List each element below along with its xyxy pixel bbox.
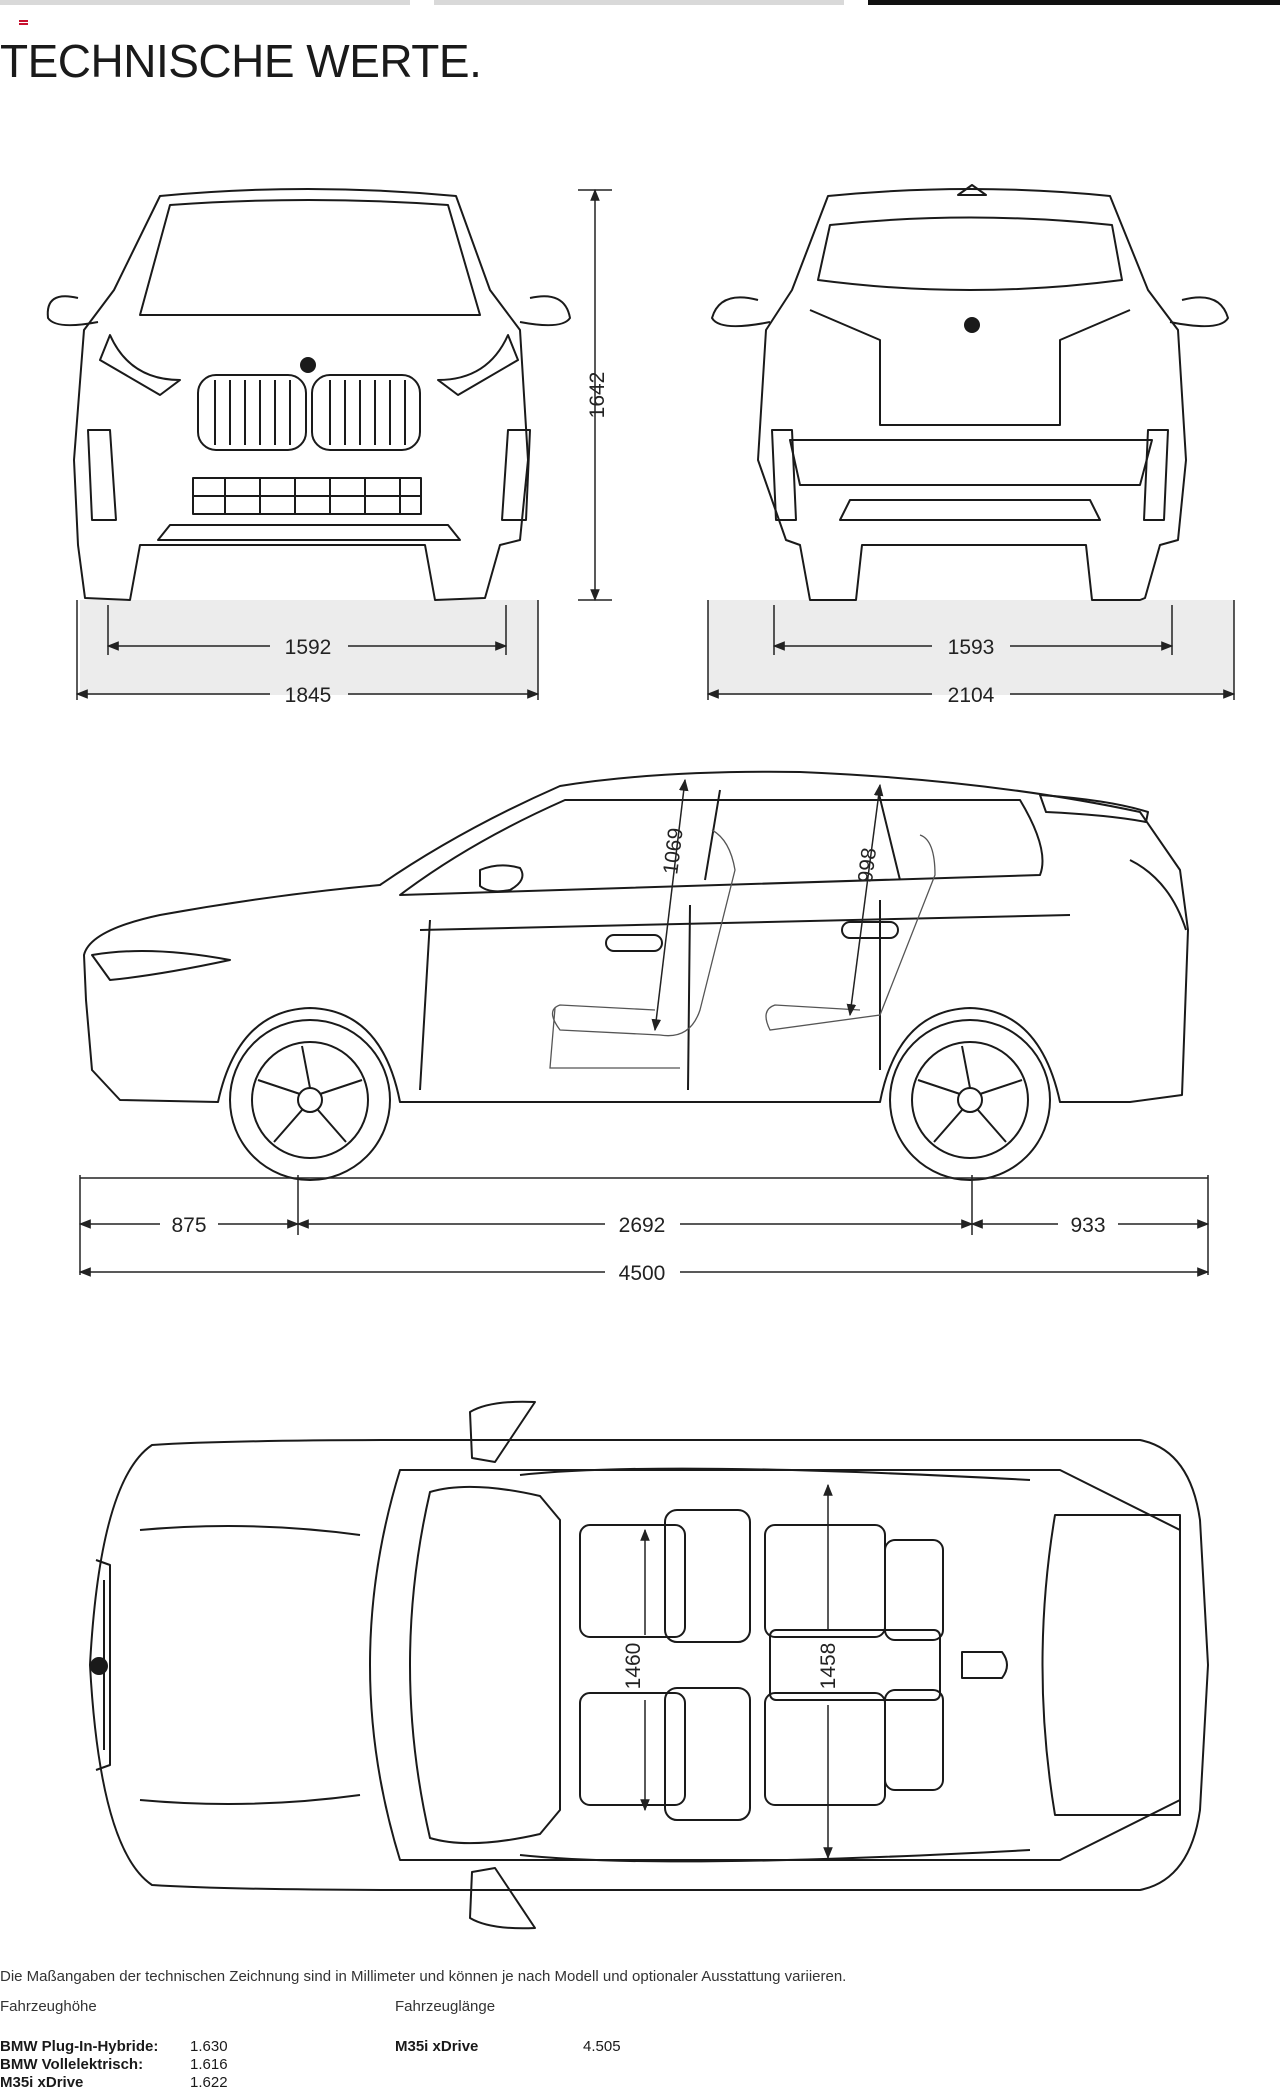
height-table-label: Fahrzeughöhe [0, 1998, 97, 2015]
progress-segment-2 [434, 0, 844, 5]
top-view [89, 1400, 1209, 1930]
dim-length: 4500 [619, 1262, 666, 1285]
dim-height: 1642 [586, 372, 609, 419]
dim-wheelbase: 2692 [619, 1214, 666, 1237]
length-row: M35i xDrive 4.505 [395, 2038, 695, 2056]
bmw-roundel-icon [964, 317, 980, 333]
height-row-value: 1.630 [190, 2038, 228, 2055]
dim-rear-track: 1593 [948, 636, 995, 659]
page-title: TECHNISCHE WERTE. [0, 35, 482, 87]
progress-segment-1 [0, 0, 410, 5]
height-row-value: 1.622 [190, 2074, 228, 2091]
length-row-model: M35i xDrive [395, 2038, 479, 2055]
length-row-value: 4.505 [583, 2038, 621, 2055]
rear-view [708, 184, 1234, 695]
height-row: BMW Plug-In-Hybride: 1.630 [0, 2038, 380, 2056]
dim-rear-headroom: 998 [854, 846, 881, 884]
menu-icon[interactable] [19, 20, 28, 27]
side-view [83, 770, 1189, 1103]
height-row-value: 1.616 [190, 2056, 228, 2073]
dim-front-headroom: 1069 [659, 827, 688, 876]
side-wheels [229, 1019, 1051, 1181]
dim-front-overhang: 875 [171, 1214, 206, 1237]
dim-rear-overhang: 933 [1070, 1214, 1105, 1237]
length-table-label: Fahrzeuglänge [395, 1998, 496, 2015]
height-row-model: BMW Vollelektrisch: [0, 2056, 144, 2073]
side-seats [549, 829, 936, 1069]
dim-front-width: 1845 [285, 684, 332, 707]
bmw-roundel-icon [90, 1657, 108, 1675]
bmw-roundel-icon [300, 357, 316, 373]
footnote: Die Maßangaben der technischen Zeichnung… [0, 1968, 847, 1985]
height-row: BMW Vollelektrisch: 1.616 [0, 2056, 380, 2074]
dim-front-shoulder: 1460 [622, 1643, 645, 1690]
progress-segment-3-active [868, 0, 1280, 5]
height-row-model: BMW Plug-In-Hybride: [0, 2038, 159, 2055]
height-row: M35i xDrive 1.622 [0, 2074, 380, 2092]
dim-width-mirrors: 2104 [948, 684, 995, 707]
height-row-model: M35i xDrive [0, 2074, 84, 2091]
dim-rear-shoulder: 1458 [817, 1643, 840, 1690]
front-view [46, 188, 571, 695]
dim-front-track: 1592 [285, 636, 332, 659]
